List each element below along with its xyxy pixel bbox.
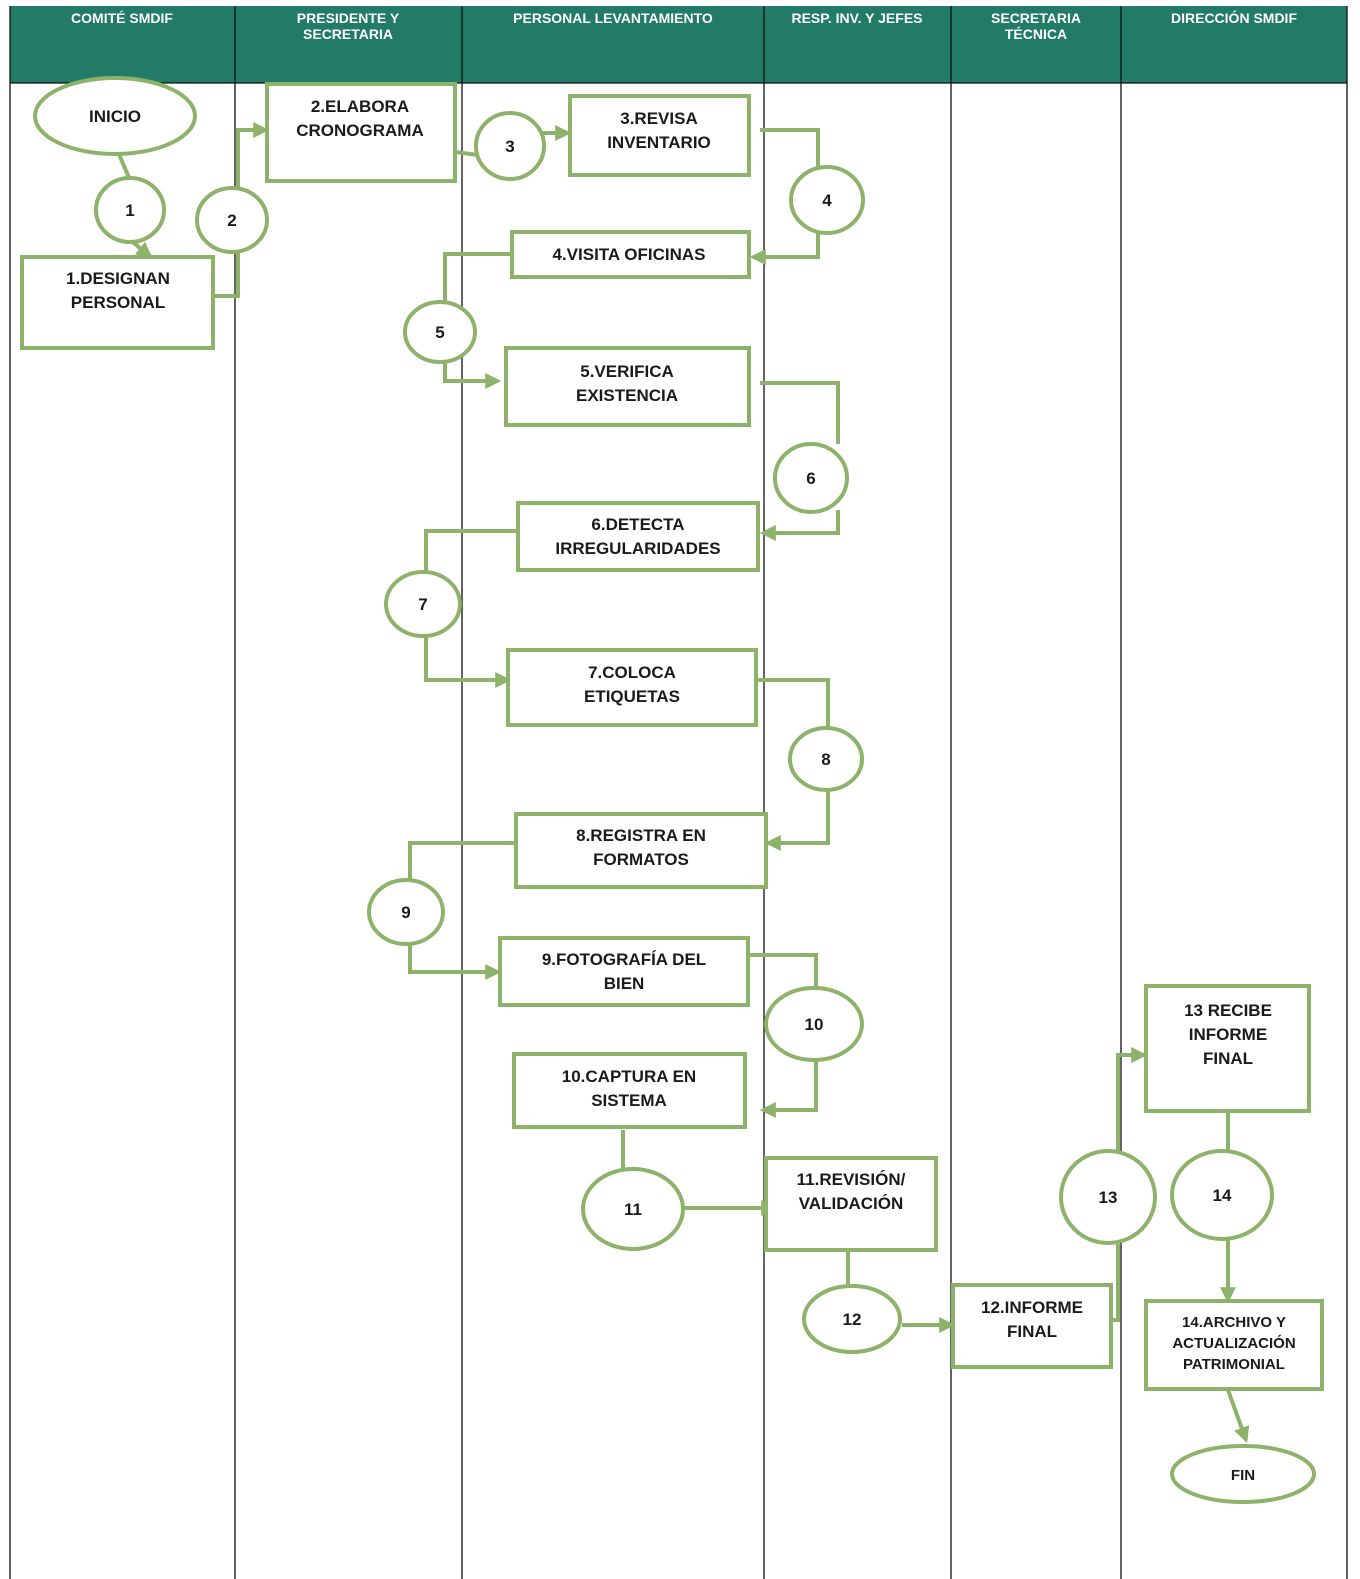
svg-text:11.REVISIÓN/VALIDACIÓN: 11.REVISIÓN/VALIDACIÓN xyxy=(797,1170,906,1213)
connector-circle-3: 3 xyxy=(474,111,546,181)
svg-text:6: 6 xyxy=(806,469,815,488)
connector-circle-4: 4 xyxy=(789,165,865,235)
process-box-11: 11.REVISIÓN/VALIDACIÓN xyxy=(764,1156,938,1252)
terminal-end: FIN xyxy=(1170,1444,1316,1504)
terminal-start-label: INICIO xyxy=(89,107,141,126)
svg-text:9: 9 xyxy=(401,903,410,922)
connector-circle-14: 14 xyxy=(1170,1149,1274,1241)
connector-circle-5: 5 xyxy=(403,300,477,364)
lane-header-comite: COMITÉ SMDIF xyxy=(71,10,173,26)
svg-text:1: 1 xyxy=(125,201,134,220)
lane-header-direccion: DIRECCIÓN SMDIF xyxy=(1171,9,1297,26)
svg-text:7: 7 xyxy=(418,595,427,614)
svg-text:2: 2 xyxy=(227,211,236,230)
svg-text:12: 12 xyxy=(843,1310,862,1329)
svg-text:10: 10 xyxy=(805,1015,824,1034)
svg-text:4: 4 xyxy=(822,191,832,210)
connector-circle-13: 13 xyxy=(1059,1149,1157,1245)
lane-separators xyxy=(9,6,1348,1579)
connector-lines xyxy=(116,122,1250,1444)
svg-text:8: 8 xyxy=(821,750,830,769)
connector-circle-1: 1 xyxy=(94,176,166,244)
svg-text:11: 11 xyxy=(624,1200,642,1219)
terminal-end-label: FIN xyxy=(1231,1467,1255,1484)
connector-circle-6: 6 xyxy=(773,442,849,514)
process-box-4: 4.VISITA OFICINAS xyxy=(510,230,751,279)
svg-text:3: 3 xyxy=(505,137,514,156)
header-band xyxy=(10,6,1347,83)
connector-circle-11: 11 xyxy=(581,1167,685,1251)
lane-header-personal: PERSONAL LEVANTAMIENTO xyxy=(513,10,713,26)
connector-circle-9: 9 xyxy=(367,878,445,946)
svg-text:14: 14 xyxy=(1213,1186,1232,1205)
connector-circle-7: 7 xyxy=(384,570,462,638)
connector-circle-10: 10 xyxy=(764,986,864,1062)
terminal-start: INICIO xyxy=(33,76,197,156)
connector-circle-8: 8 xyxy=(788,726,864,792)
connector-circle-12: 12 xyxy=(802,1284,902,1354)
lane-header-resp: RESP. INV. Y JEFES xyxy=(791,10,922,26)
svg-text:5: 5 xyxy=(435,323,444,342)
svg-text:4.VISITA OFICINAS: 4.VISITA OFICINAS xyxy=(552,245,705,264)
svg-text:13: 13 xyxy=(1099,1188,1118,1207)
connector-circle-2: 2 xyxy=(195,186,269,254)
